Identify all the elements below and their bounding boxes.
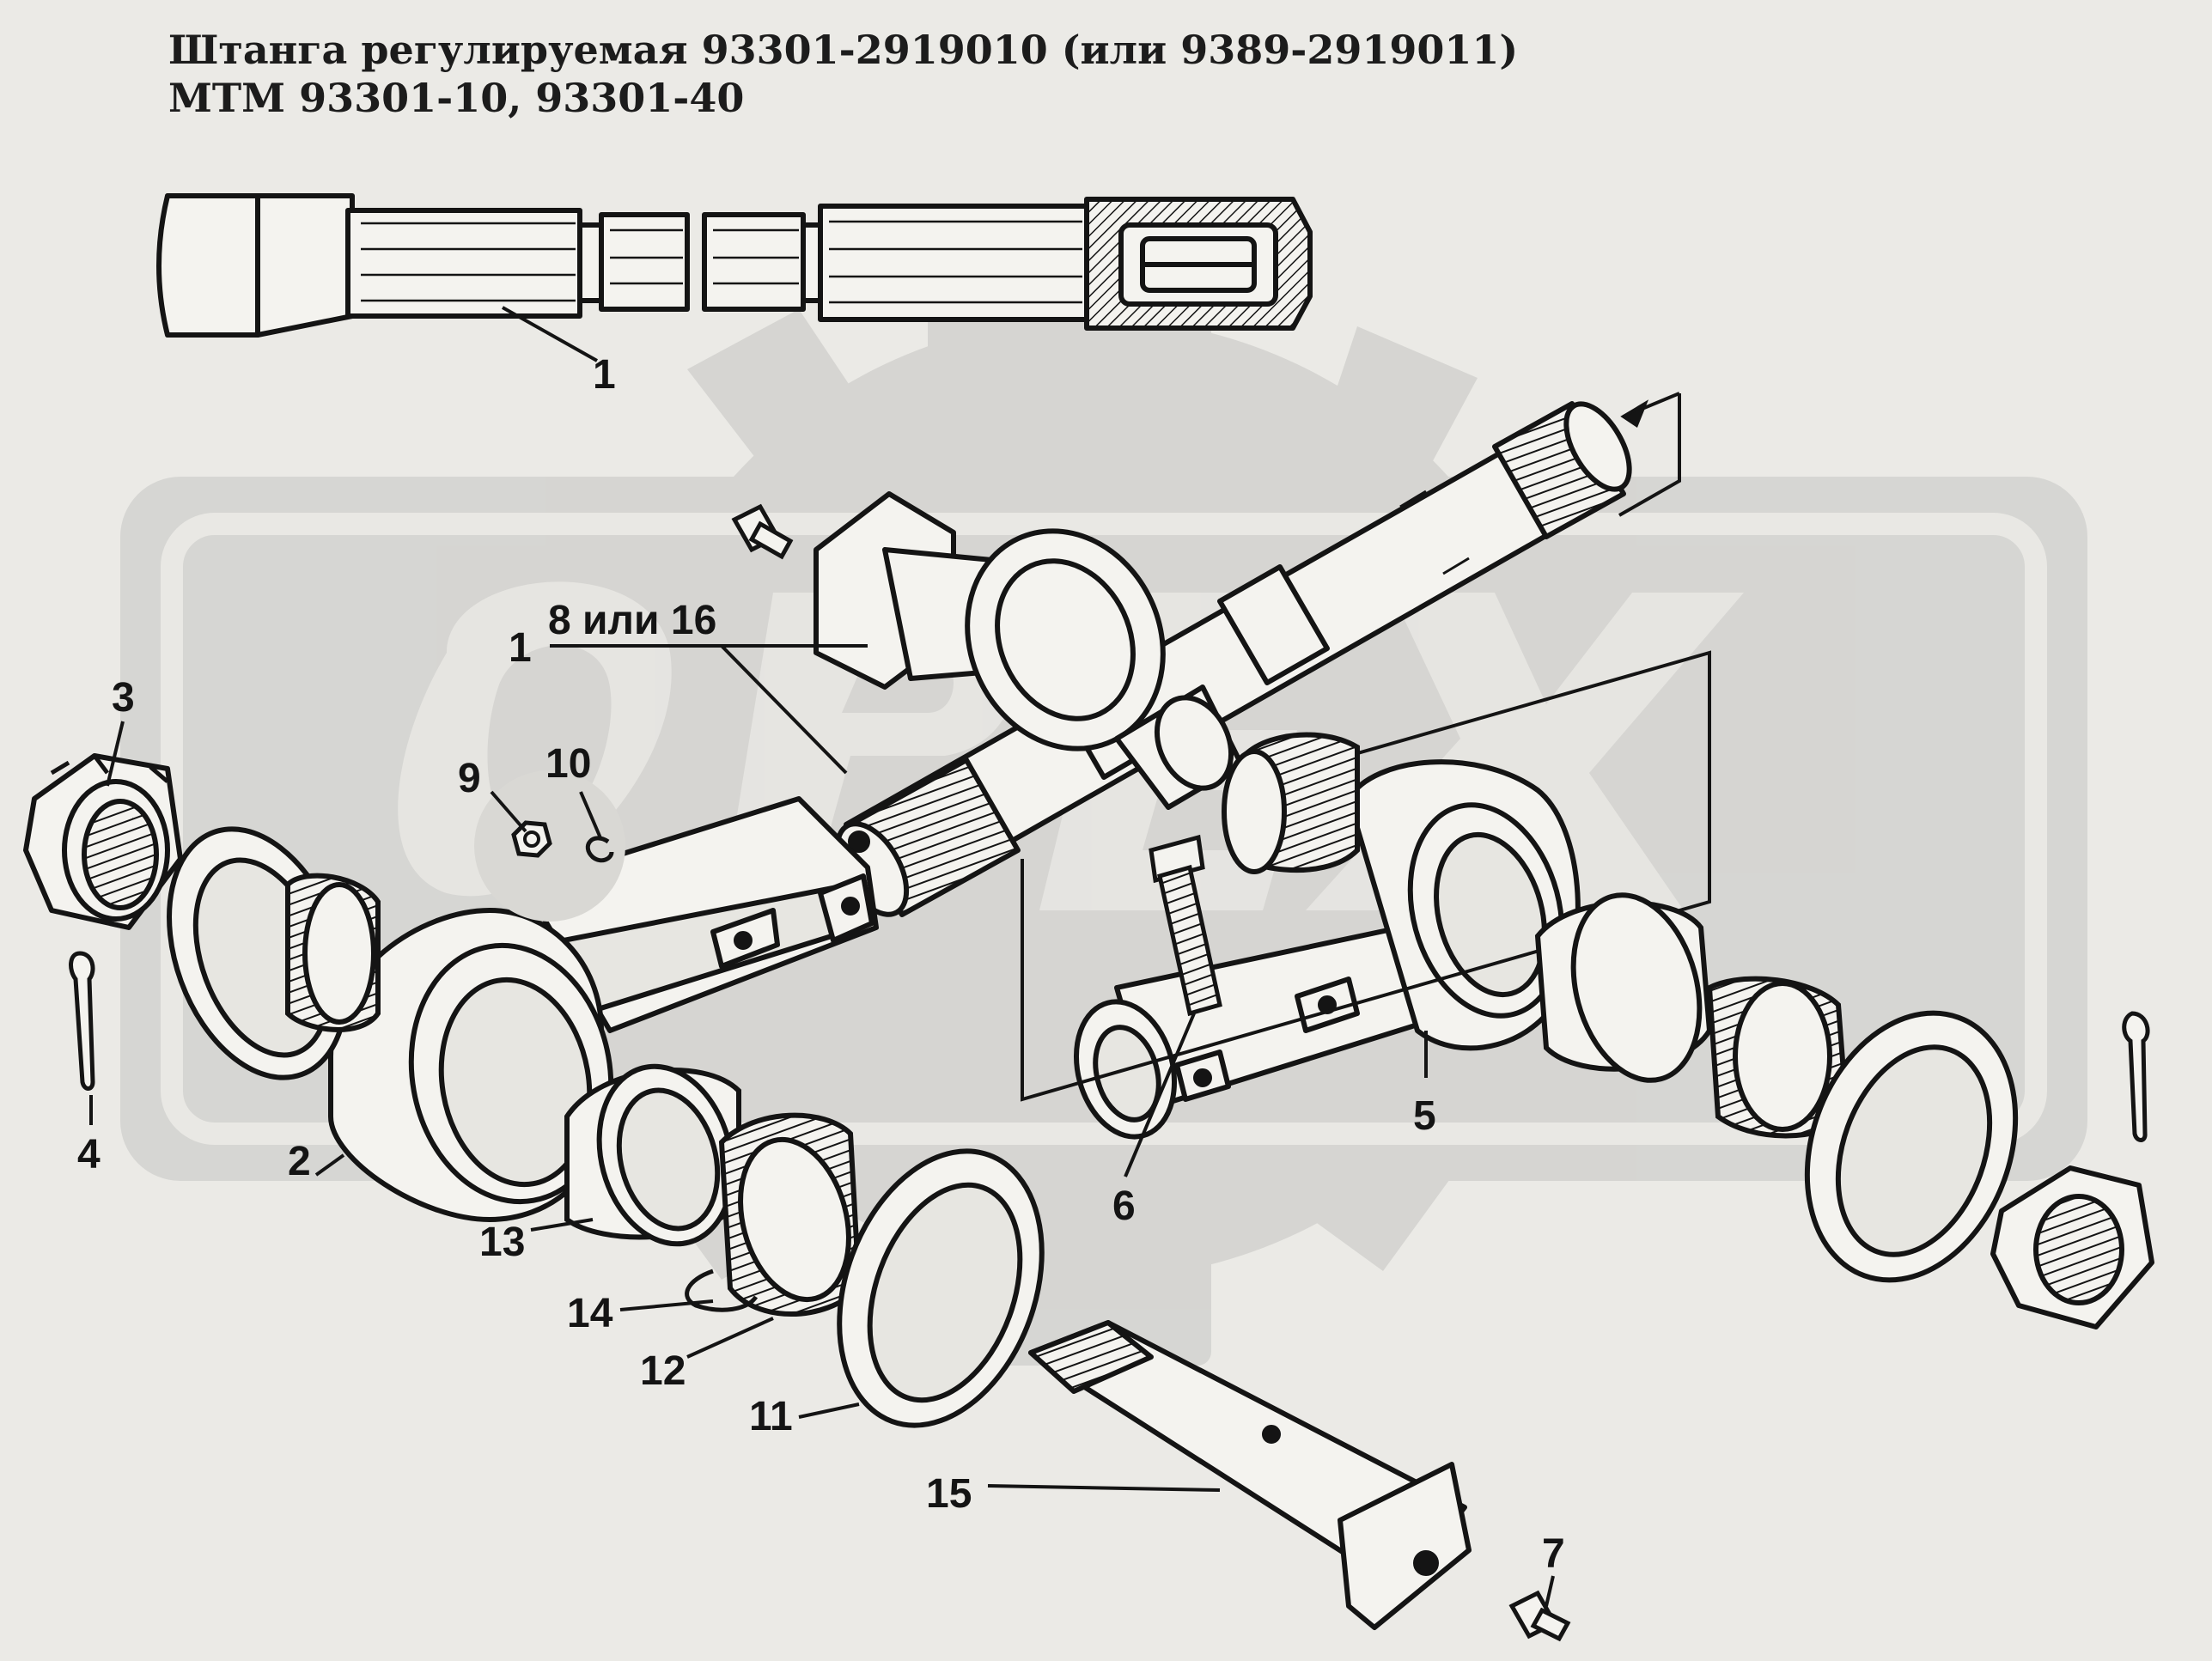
callout-5: 5	[1413, 1093, 1436, 1139]
callout-10: 10	[545, 741, 591, 787]
leader-1-top	[502, 306, 598, 362]
left-threaded-bushing	[285, 873, 381, 1032]
callout-4: 4	[77, 1132, 101, 1177]
part-11-seal-ring	[837, 1148, 1045, 1428]
callout-14: 14	[567, 1291, 613, 1336]
right-seal-ring	[1804, 1010, 2019, 1283]
callout-8-or-16: 8 или 16	[548, 598, 716, 643]
part-1-rod-side-view	[156, 193, 1313, 338]
part-12-threaded-sleeve	[718, 1112, 862, 1317]
part-15-pin	[1028, 1320, 1472, 1630]
axle-direction-arrow	[1618, 392, 1681, 517]
parts-9-10-detail	[474, 770, 625, 922]
callout-15: 15	[926, 1471, 972, 1517]
right-bushing-lower	[1534, 892, 1713, 1083]
right-bushing-upper	[1222, 732, 1360, 874]
callout-6: 6	[1112, 1183, 1136, 1229]
part-6-bolt	[1149, 834, 1222, 1017]
callout-13: 13	[479, 1220, 525, 1265]
callout-1: 1	[509, 625, 532, 671]
callout-7: 7	[1542, 1531, 1565, 1577]
callout-1-top: 1	[593, 352, 616, 398]
part-14-retaining-ring	[685, 1269, 759, 1312]
plane-outline-right	[1021, 650, 1711, 1102]
callouts: 1 1 8 или 16 3 9 10 4 2 13 14 12 11 15 6…	[77, 352, 1565, 1577]
title-line-1: Штанга регулируемая 93301-2919010 (или 9…	[168, 27, 1519, 73]
right-threaded-sleeve	[1706, 976, 1850, 1139]
part-3-castle-nut-left	[23, 753, 183, 930]
right-castle-nut	[1990, 1165, 2154, 1329]
callout-11: 11	[749, 1394, 793, 1439]
leader-lines	[89, 644, 1555, 1607]
part-2-left-arm	[328, 796, 879, 1222]
part-7-grease-fitting	[1508, 1590, 1571, 1642]
part-4-cotter-pin-left	[69, 951, 95, 1091]
right-cotter-pin	[2122, 1011, 2150, 1142]
callout-12: 12	[640, 1348, 686, 1394]
callout-2: 2	[288, 1139, 311, 1184]
diagram-title: Штанга регулируемая 93301-2919010 (или 9…	[168, 26, 1518, 122]
callout-9: 9	[458, 756, 481, 801]
title-line-2: МТМ 93301-10, 93301-40	[168, 75, 745, 121]
callout-3: 3	[112, 675, 135, 721]
part-13-bushing	[564, 1063, 741, 1247]
grease-fitting-top	[731, 503, 794, 560]
